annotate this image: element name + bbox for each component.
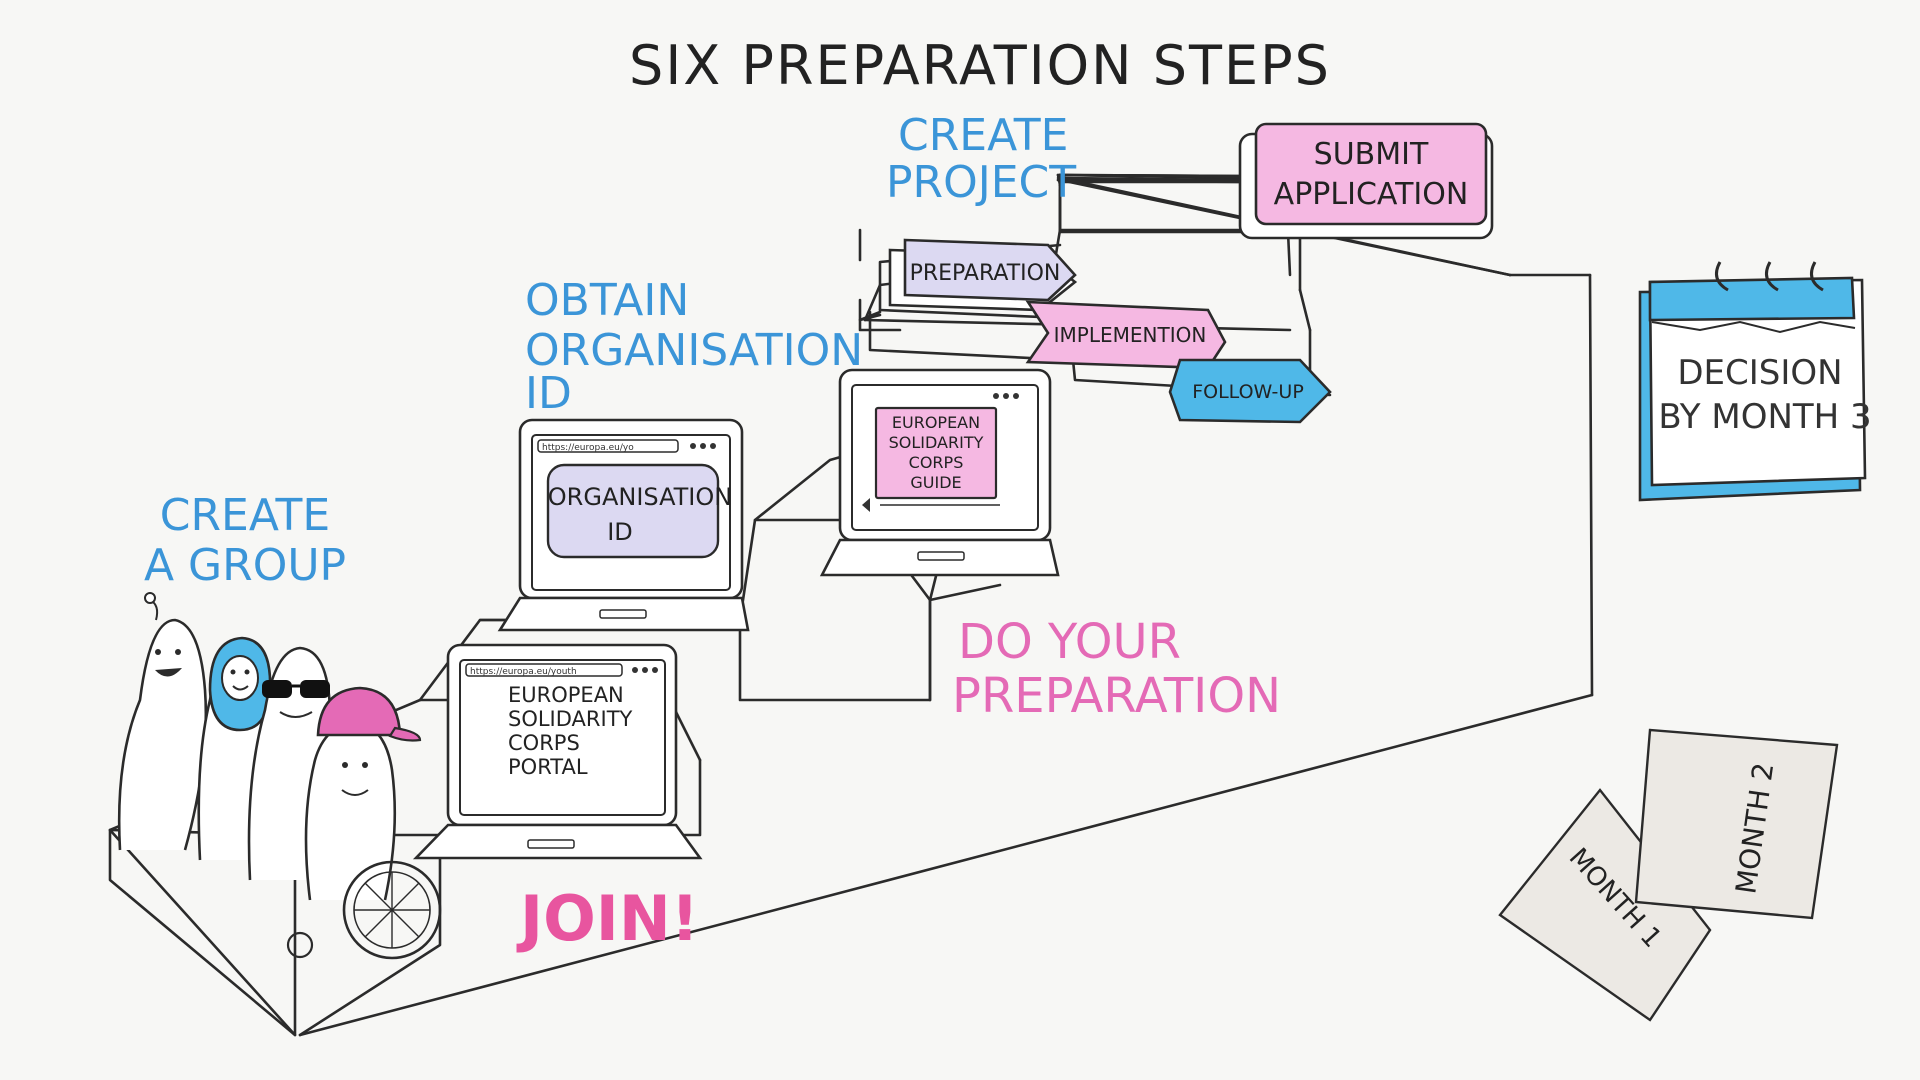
laptop-guide-line3: CORPS bbox=[909, 453, 964, 472]
laptop-portal-line1: EUROPEAN bbox=[508, 683, 624, 707]
create-project-line1: CREATE bbox=[898, 110, 1068, 161]
laptop-org-url: https://europa.eu/yo bbox=[542, 443, 634, 453]
laptop-portal-line3: CORPS bbox=[508, 731, 580, 755]
phase-follow-up-label: FOLLOW-UP bbox=[1192, 381, 1304, 403]
laptop-guide-line2: SOLIDARITY bbox=[889, 433, 984, 452]
laptop-portal-line2: SOLIDARITY bbox=[508, 707, 633, 731]
page-title: SIX PREPARATION STEPS bbox=[629, 34, 1331, 97]
laptop-guide-line1: EUROPEAN bbox=[892, 413, 980, 432]
laptop-org-line1: ORGANISATION bbox=[548, 483, 732, 511]
obtain-id-line3: ID bbox=[525, 368, 572, 419]
obtain-id-line2: ORGANISATION bbox=[525, 325, 863, 376]
laptop-guide-line4: GUIDE bbox=[910, 473, 961, 492]
phase-preparation-label: PREPARATION bbox=[910, 261, 1061, 286]
calendar-line1: DECISION bbox=[1677, 353, 1842, 393]
create-group-line1: CREATE bbox=[160, 490, 330, 541]
do-preparation-line2: PREPARATION bbox=[952, 668, 1281, 724]
obtain-id-line1: OBTAIN bbox=[525, 275, 689, 326]
do-preparation-line1: DO YOUR bbox=[958, 614, 1181, 670]
phase-implemention: IMPLEMENTION bbox=[1025, 300, 1227, 370]
calendar-line2: BY MONTH 3 bbox=[1658, 397, 1871, 437]
join-label: JOIN! bbox=[516, 882, 699, 955]
staircase bbox=[108, 173, 1594, 1037]
laptop-guide: EUROPEAN SOLIDARITY CORPS GUIDE bbox=[819, 368, 1060, 577]
laptop-portal: https://europa.eu/youth EUROPEAN SOLIDAR… bbox=[412, 643, 703, 860]
group-characters bbox=[117, 592, 442, 960]
laptop-org-line2: ID bbox=[607, 518, 633, 546]
submit-line1: SUBMIT bbox=[1314, 137, 1429, 172]
laptop-organisation-id: https://europa.eu/yo ORGANISATION ID bbox=[497, 418, 750, 632]
submit-line2: APPLICATION bbox=[1274, 177, 1469, 212]
torn-calendar-pages: MONTH 1 MONTH 2 bbox=[1498, 728, 1839, 1022]
create-project-line2: PROJECT bbox=[886, 157, 1076, 208]
submit-application-card: SUBMIT APPLICATION bbox=[1238, 122, 1494, 240]
laptop-portal-url: https://europa.eu/youth bbox=[470, 667, 577, 677]
calendar-decision: DECISION BY MONTH 3 bbox=[1638, 261, 1872, 502]
phase-implemention-label: IMPLEMENTION bbox=[1054, 323, 1207, 347]
phase-preparation: PREPARATION bbox=[888, 238, 1078, 312]
laptop-portal-line4: PORTAL bbox=[508, 755, 588, 779]
create-group-line2: A GROUP bbox=[144, 540, 346, 591]
phase-follow-up: FOLLOW-UP bbox=[1168, 358, 1332, 424]
